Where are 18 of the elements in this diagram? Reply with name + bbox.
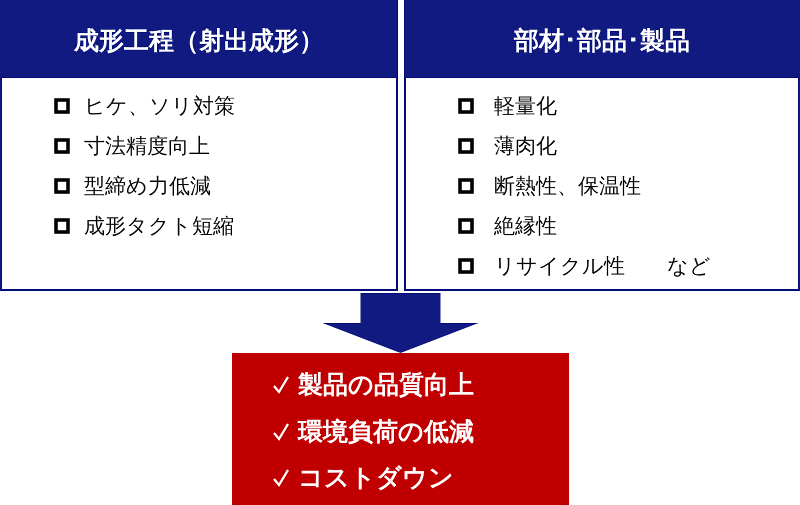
list-item-text: 薄肉化	[494, 133, 557, 160]
result-text: 環境負荷の低減	[298, 416, 474, 448]
list-panel	[0, 0, 398, 291]
list-item-text: 成形タクト短縮	[84, 213, 234, 240]
list-item-text: 軽量化	[494, 93, 557, 120]
list-item-text: 寸法精度向上	[84, 133, 210, 160]
result-text: コストダウン	[298, 462, 454, 494]
block-arrow	[322, 293, 478, 353]
list-item-text: 絶縁性	[494, 213, 557, 240]
list-panel	[404, 0, 800, 291]
result-box	[232, 353, 569, 505]
result-text: 製品の品質向上	[298, 369, 474, 401]
panel-header: 成形工程（射出成形）	[2, 2, 396, 78]
panel-header: 部材･部品･製品	[406, 2, 798, 78]
list-item-text: 断熱性、保温性	[494, 173, 641, 200]
list-item-text: リサイクル性 など	[494, 253, 711, 280]
list-item-text: 型締め力低減	[84, 173, 211, 200]
list-item-text: ヒケ、ソリ対策	[84, 93, 235, 120]
